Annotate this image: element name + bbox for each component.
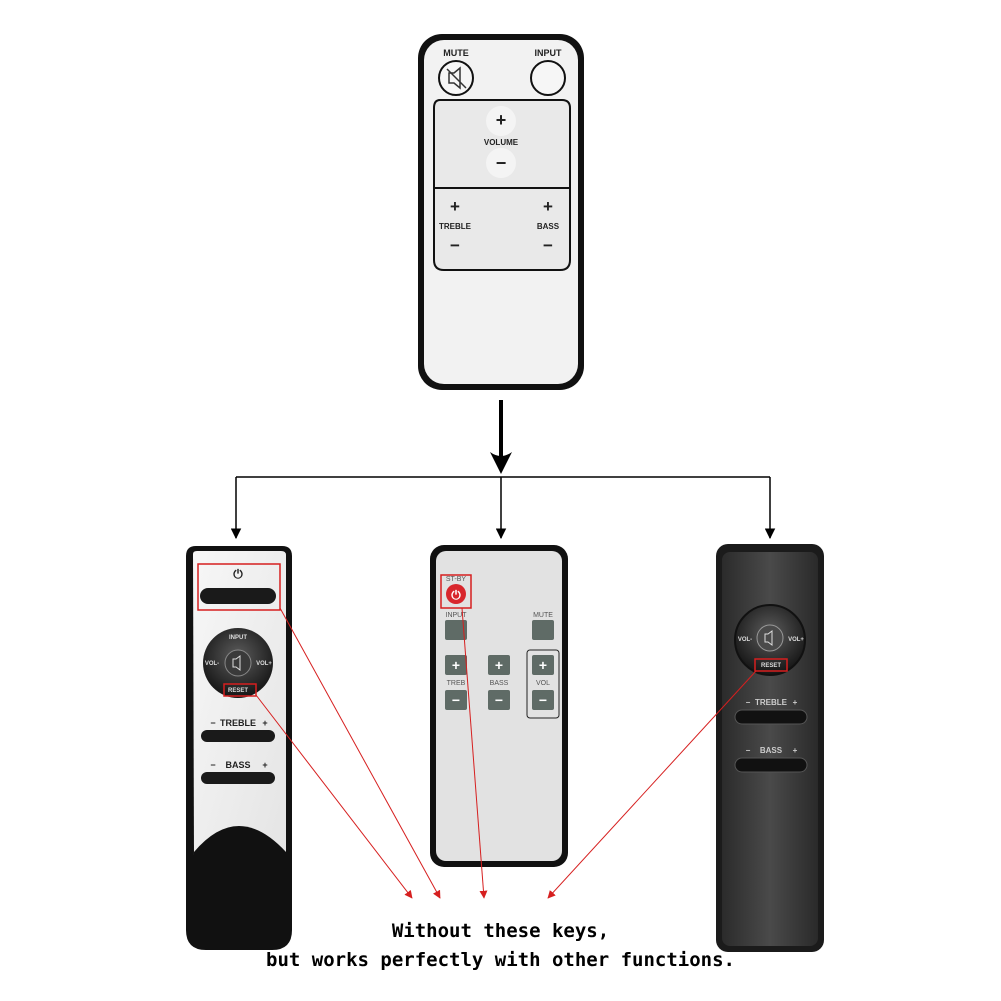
svg-text:+: +	[539, 657, 547, 673]
treble-label: TREBLE	[755, 698, 788, 707]
svg-text:+: +	[496, 110, 507, 130]
vol-group-outline	[526, 649, 560, 719]
right-control-ring: VOL- VOL+ RESET	[734, 604, 806, 676]
svg-text:+: +	[450, 197, 460, 216]
svg-text:+: +	[793, 698, 798, 707]
bass-up-button[interactable]: +	[543, 197, 553, 216]
reset-highlight-box	[754, 658, 788, 672]
middle-remote: ST-BY ⏻ INPUT MUTE + TREB − + BASS −	[430, 545, 568, 867]
vol-up-button[interactable]: +	[532, 655, 554, 675]
speaker-mute-icon	[232, 655, 241, 671]
mute-button[interactable]	[438, 60, 474, 96]
connector-arrows	[230, 400, 776, 540]
treble-up-button[interactable]: +	[450, 197, 460, 216]
input-label: INPUT	[229, 635, 247, 641]
mute-button[interactable]	[532, 620, 554, 640]
callout-arrow-power	[279, 607, 441, 899]
callout-arrow-standby	[461, 607, 488, 899]
treble-rocker[interactable]	[201, 730, 275, 742]
mute-label: MUTE	[533, 612, 553, 619]
bass-up-button[interactable]: +	[488, 655, 510, 675]
input-label: INPUT	[535, 48, 563, 58]
treble-down-button[interactable]: −	[450, 236, 460, 255]
speaker-mute-icon	[764, 630, 773, 646]
bass-label: BASS	[490, 680, 509, 687]
reset-highlight-box	[223, 683, 257, 697]
svg-text:+: +	[262, 718, 267, 728]
vol-minus-label: VOL-	[205, 661, 219, 667]
standby-button[interactable]: ⏻	[446, 584, 466, 604]
svg-text:+: +	[452, 657, 460, 673]
svg-text:−: −	[210, 718, 215, 728]
vol-plus-label: VOL+	[788, 637, 804, 643]
svg-text:+: +	[262, 760, 267, 770]
vol-plus-label: VOL+	[256, 661, 272, 667]
vol-minus-label: VOL-	[738, 637, 752, 643]
svg-text:+: +	[495, 657, 503, 673]
volume-up-button[interactable]: +	[486, 106, 516, 136]
bass-down-button[interactable]: −	[543, 236, 553, 255]
note-line-2: but works perfectly with other functions…	[266, 949, 735, 971]
svg-text:−: −	[746, 698, 751, 707]
left-control-ring: INPUT VOL- VOL+ RESET	[203, 628, 273, 698]
callout-arrow-reset-right	[547, 670, 757, 899]
treble-label: TREBLE	[220, 718, 256, 728]
svg-text:−: −	[450, 236, 460, 255]
bass-label: BASS	[537, 222, 560, 231]
treble-rocker[interactable]	[734, 709, 808, 725]
mute-button[interactable]	[756, 624, 784, 652]
treble-down-button[interactable]: −	[445, 690, 467, 710]
main-arrowhead-icon	[490, 452, 512, 474]
note-line-1: Without these keys,	[391, 920, 610, 942]
power-icon: ⏻	[451, 588, 461, 602]
left-remote: ⏻ INPUT VOL- VOL+ RESET − TREBLE + − BAS…	[186, 546, 292, 950]
power-highlight-box	[197, 563, 281, 611]
bass-label: BASS	[760, 746, 783, 755]
bass-label: BASS	[225, 760, 250, 770]
svg-text:−: −	[539, 692, 547, 708]
callout-arrow-reset-left	[255, 694, 413, 899]
input-button[interactable]	[530, 60, 566, 96]
input-button[interactable]	[445, 620, 467, 640]
svg-text:−: −	[746, 746, 751, 755]
treble-up-button[interactable]: +	[445, 655, 467, 675]
svg-text:−: −	[496, 153, 507, 173]
bass-rocker[interactable]	[201, 772, 275, 784]
bass-down-button[interactable]: −	[488, 690, 510, 710]
vol-down-button[interactable]: −	[532, 690, 554, 710]
right-remote: VOL- VOL+ RESET − TREBLE + − BASS +	[716, 544, 824, 952]
volume-down-button[interactable]: −	[486, 148, 516, 178]
volume-tone-panel	[433, 99, 571, 271]
treb-label: TREB	[447, 680, 466, 687]
top-remote: MUTE INPUT + VOLUME − + TREBLE − + BASS …	[418, 34, 584, 390]
mute-label: MUTE	[443, 48, 469, 58]
input-label: INPUT	[446, 612, 468, 619]
reset-label: RESET	[761, 663, 781, 669]
treble-label: TREBLE	[439, 222, 472, 231]
standby-highlight-box	[440, 574, 472, 609]
svg-text:−: −	[452, 692, 460, 708]
vol-label: VOL	[536, 680, 550, 687]
speaker-mute-icon	[448, 66, 461, 90]
svg-text:−: −	[495, 692, 503, 708]
standby-label: ST-BY	[446, 576, 467, 583]
svg-text:+: +	[543, 197, 553, 216]
power-button[interactable]	[200, 588, 276, 604]
svg-text:−: −	[210, 760, 215, 770]
mute-button[interactable]	[224, 649, 252, 677]
power-icon: ⏻	[233, 567, 243, 581]
reset-label: RESET	[228, 688, 248, 694]
svg-text:+: +	[793, 746, 798, 755]
bass-rocker[interactable]	[734, 757, 808, 773]
callout-arrows	[255, 607, 757, 899]
svg-text:−: −	[543, 236, 553, 255]
volume-label: VOLUME	[484, 138, 519, 147]
